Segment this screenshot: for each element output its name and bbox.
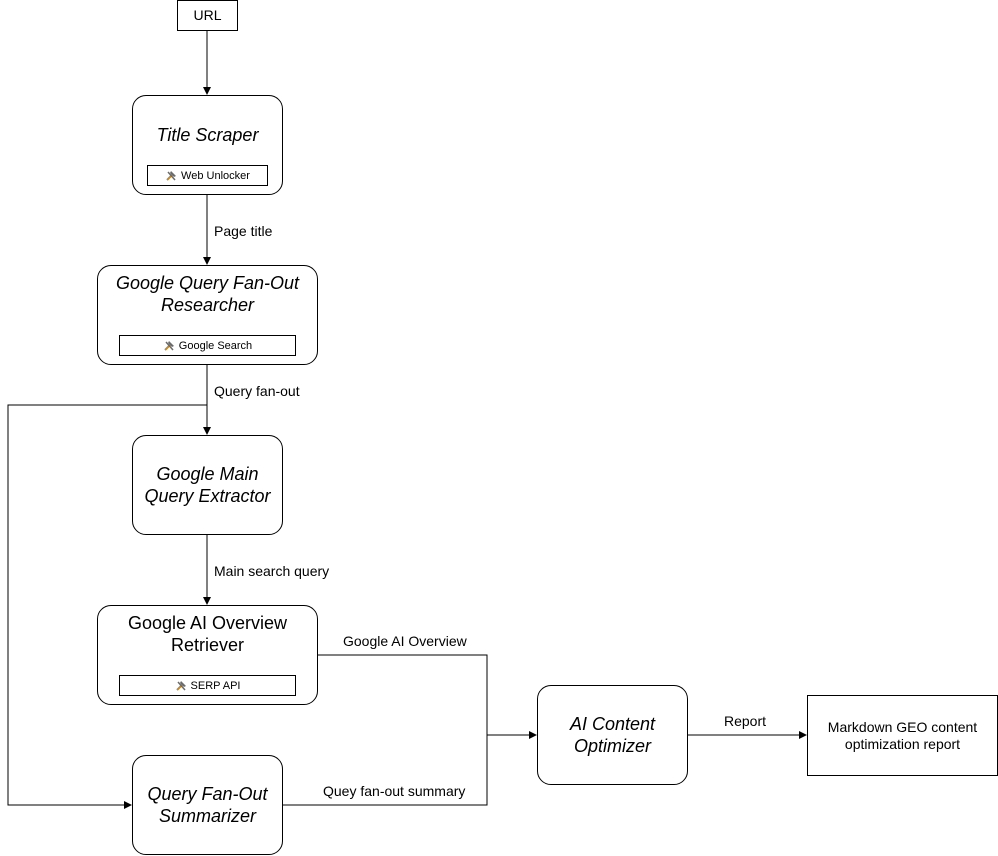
edge-label-report: Report xyxy=(724,713,767,729)
web-unlocker-tool-badge: Web Unlocker xyxy=(147,165,268,186)
fanout-summarizer-node: Query Fan-Out Summarizer xyxy=(132,755,283,855)
tools-icon xyxy=(165,170,177,182)
edge-label-query-fanout: Query fan-out xyxy=(214,383,300,399)
edge-label-fanout-summary: Quey fan-out summary xyxy=(323,783,466,799)
url-node: URL xyxy=(177,0,238,31)
edge-label-main-search-query: Main search query xyxy=(214,563,330,579)
content-optimizer-node: AI Content Optimizer xyxy=(537,685,688,785)
tools-icon xyxy=(163,340,175,352)
google-search-label: Google Search xyxy=(178,339,253,352)
edge-researcher-to-summarizer xyxy=(7,404,207,809)
serp-api-tool-badge: SERP API xyxy=(119,675,296,696)
google-search-tool-badge: Google Search xyxy=(119,335,296,356)
report-output-label: Markdown GEO content optimization report xyxy=(827,718,978,752)
edge-label-page-title: Page title xyxy=(214,223,273,239)
ai-overview-retriever-title: Google AI Overview Retriever xyxy=(127,613,288,655)
content-optimizer-title: AI Content Optimizer xyxy=(569,714,656,756)
title-scraper-title: Title Scraper xyxy=(156,125,259,145)
tools-icon xyxy=(175,680,187,692)
fanout-summarizer-title: Query Fan-Out Summarizer xyxy=(147,784,268,826)
serp-api-label: SERP API xyxy=(190,679,241,692)
edge-label-google-ai-overview: Google AI Overview xyxy=(343,633,467,649)
edge-summarizer-to-optimizer xyxy=(283,735,488,806)
main-query-extractor-title: Google Main Query Extractor xyxy=(144,464,271,506)
main-query-extractor-node: Google Main Query Extractor xyxy=(132,435,283,535)
edge-retriever-to-optimizer xyxy=(318,654,488,735)
report-output-node: Markdown GEO content optimization report xyxy=(807,695,998,776)
web-unlocker-label: Web Unlocker xyxy=(181,169,250,182)
url-label: URL xyxy=(193,7,222,23)
fanout-researcher-title: Google Query Fan-Out Researcher xyxy=(115,273,300,315)
